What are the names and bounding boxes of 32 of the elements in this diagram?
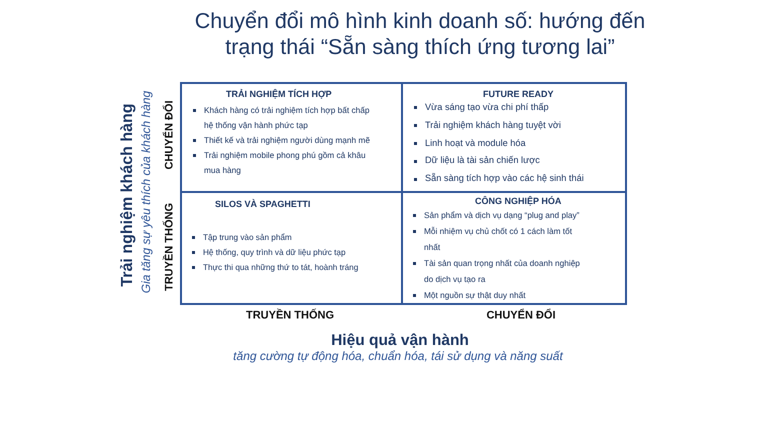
bullet-text: Một nguồn sự thật duy nhất [424, 289, 526, 302]
bullet-text: Mỗi nhiệm vụ chủ chốt có 1 cách làm tốt nhất [424, 225, 574, 254]
quadrant-heading: CÔNG NGHIỆP HÓA [475, 195, 562, 207]
axis-subtitle: Gia tăng sự yêu thích của khách hàng [139, 90, 153, 294]
bullet-text: Vừa sáng tạo vừa chi phí thấp [425, 101, 550, 114]
bullet-text: Khách hàng có trải nghiệm tích hợp bất chấp hệ thống vận hành phức tạp [204, 104, 370, 132]
axis-label: CHUYỂN ĐỔI [164, 100, 176, 170]
bullet-text: Tài sản quan trọng nhất của doanh nghiệp do dịch vụ tạo ra [424, 257, 581, 286]
quadrant-box [401, 82, 627, 193]
bullet-text: Dữ liệu là tài sản chiến lược [425, 154, 541, 168]
quadrant-box [180, 191, 403, 305]
diagram-title: Chuyển đổi mô hình kinh doanh số: hướng đến trạng thái “Sẵn sàng thích ứng tương lai” [194, 8, 646, 60]
axis-label: TRUYỀN THỐNG [164, 203, 176, 291]
bullet-text: Tập trung vào sản phẩm [203, 232, 293, 244]
axis-title: Hiệu quả vận hành [331, 332, 469, 350]
bullet-text: Linh hoạt và module hóa [425, 136, 527, 150]
quadrant-box [401, 191, 627, 305]
quadrant-heading: FUTURE READY [483, 88, 554, 100]
bullet-text: Hệ thống, quy trình và dữ liệu phức tạp [203, 247, 347, 259]
bullet-text: Sẵn sàng tích hợp vào các hệ sinh thái [425, 172, 585, 186]
bullet-text: Sản phẩm và dịch vụ dạng “plug and play” [424, 209, 580, 222]
quadrant-box [180, 82, 403, 193]
quadrant-heading: TRẢI NGHIỆM TÍCH HỢP [226, 88, 332, 100]
axis-label: CHUYỂN ĐỔI [486, 310, 556, 322]
axis-label: TRUYỀN THỐNG [246, 310, 334, 322]
bullet-text: Trải nghiệm mobile phong phú gồm cả khâu mua hàng [204, 149, 367, 177]
bullet-text: Thiết kế và trải nghiệm người dùng mạnh mẽ [204, 134, 371, 147]
axis-subtitle: tăng cường tự động hóa, chuẩn hóa, tái sử dụng và năng suất [233, 349, 563, 363]
quadrant-heading: SILOS VÀ SPAGHETTI [215, 198, 310, 210]
bullet-text: Thực thi qua những thứ to tát, hoành tráng [203, 262, 360, 274]
axis-title: Trải nghiệm khách hàng [119, 103, 137, 287]
bullet-text: Trải nghiệm khách hàng tuyệt vời [425, 118, 562, 132]
